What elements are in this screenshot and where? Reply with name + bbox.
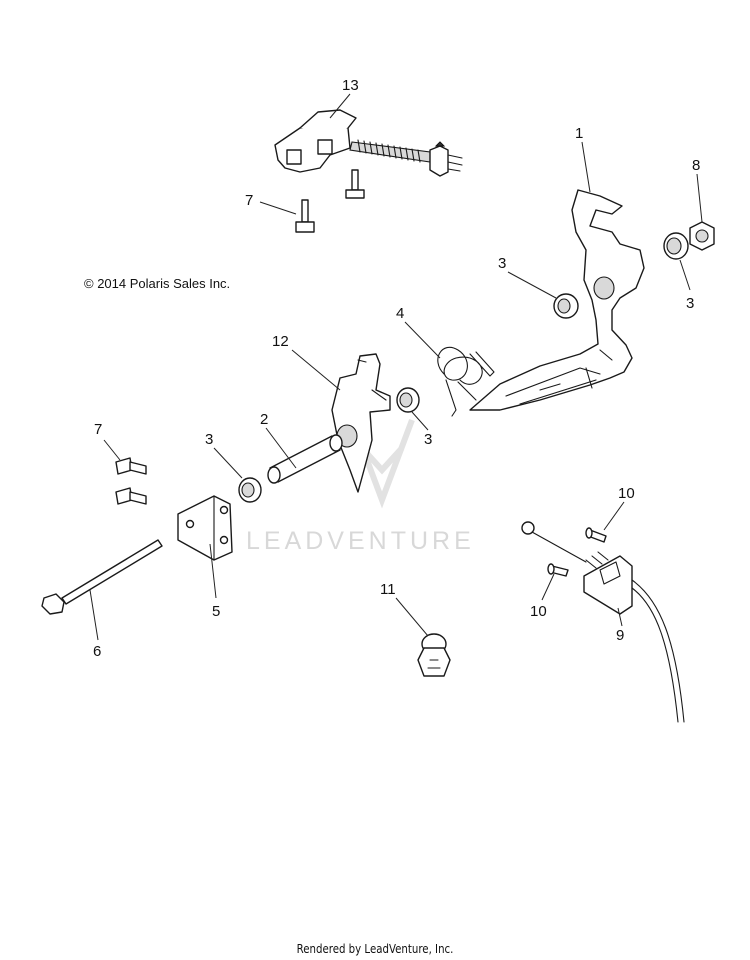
callout-12: 12 xyxy=(272,333,289,350)
callout-3-right: 3 xyxy=(686,295,694,312)
watermark: LEADVENTURE xyxy=(246,418,475,555)
callout-3-mid: 3 xyxy=(498,255,506,272)
part-4-spring xyxy=(437,347,495,417)
watermark-text: LEADVENTURE xyxy=(246,527,475,555)
part-5-bracket xyxy=(177,495,233,561)
footer-credit: Rendered by LeadVenture, Inc. xyxy=(296,942,454,956)
part-3-bushing-left xyxy=(238,477,262,503)
leader-lines xyxy=(89,93,703,641)
callout-13: 13 xyxy=(342,77,359,94)
callout-11: 11 xyxy=(380,581,396,598)
callout-3-left: 3 xyxy=(205,431,213,448)
part-12-lever-arm xyxy=(331,353,391,493)
part-3-bushing-right xyxy=(663,232,689,260)
callout-4: 4 xyxy=(396,305,404,322)
callout-1: 1 xyxy=(575,125,583,142)
callout-7-upper: 7 xyxy=(245,192,253,209)
callout-5: 5 xyxy=(212,603,220,620)
part-9-cable-assembly xyxy=(521,521,685,723)
part-3-bushing-mid xyxy=(553,293,579,319)
part-11-clip xyxy=(417,633,451,677)
part-2-pivot-tube xyxy=(267,434,343,484)
callout-7-lower: 7 xyxy=(94,421,102,438)
part-7-bolt-lower-b xyxy=(115,487,147,505)
part-7-bolt-upper xyxy=(295,199,315,233)
part-10-pin-lower xyxy=(547,563,569,577)
callout-10-upper: 10 xyxy=(618,485,635,502)
copyright-notice: © 2014 Polaris Sales Inc. xyxy=(84,276,231,291)
callout-3-center: 3 xyxy=(424,431,432,448)
callout-10-lower: 10 xyxy=(530,603,547,620)
part-10-pin-upper xyxy=(585,527,607,543)
part-1-pedal-lever xyxy=(469,189,645,411)
callout-9: 9 xyxy=(616,627,624,644)
callouts: 13 7 1 8 3 3 4 12 3 2 3 7 5 6 11 9 10 10 xyxy=(93,77,700,660)
callout-8: 8 xyxy=(692,157,700,174)
callout-6: 6 xyxy=(93,643,101,660)
part-6-long-bolt xyxy=(41,539,163,615)
part-8-nut xyxy=(689,221,715,251)
callout-2: 2 xyxy=(260,411,268,428)
part-7-bolt-lower-a xyxy=(115,457,147,475)
part-13-switch-assembly xyxy=(274,109,463,199)
part-3-bushing-center xyxy=(396,387,420,413)
